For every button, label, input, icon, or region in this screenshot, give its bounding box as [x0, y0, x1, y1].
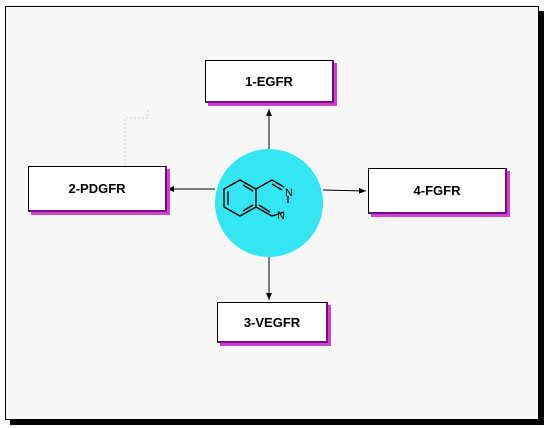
node-egfr-label: 1-EGFR — [245, 73, 293, 89]
guide-line — [124, 108, 149, 165]
node-pdgfr: 2-PDGFR — [28, 166, 167, 212]
arrow-to-fgfr — [322, 187, 367, 194]
quinazoline-structure — [223, 179, 289, 217]
node-egfr: 1-EGFR — [205, 60, 334, 103]
atom-n3: N — [285, 187, 293, 199]
node-vegfr: 3-VEGFR — [217, 302, 328, 343]
atom-n1: N — [277, 210, 285, 222]
node-pdgfr-label: 2-PDGFR — [68, 181, 126, 196]
node-vegfr-label: 3-VEGFR — [243, 314, 301, 330]
core-circle — [215, 149, 323, 257]
node-fgfr: 4-FGFR — [368, 168, 507, 214]
node-fgfr-label: 4-FGFR — [413, 183, 461, 198]
